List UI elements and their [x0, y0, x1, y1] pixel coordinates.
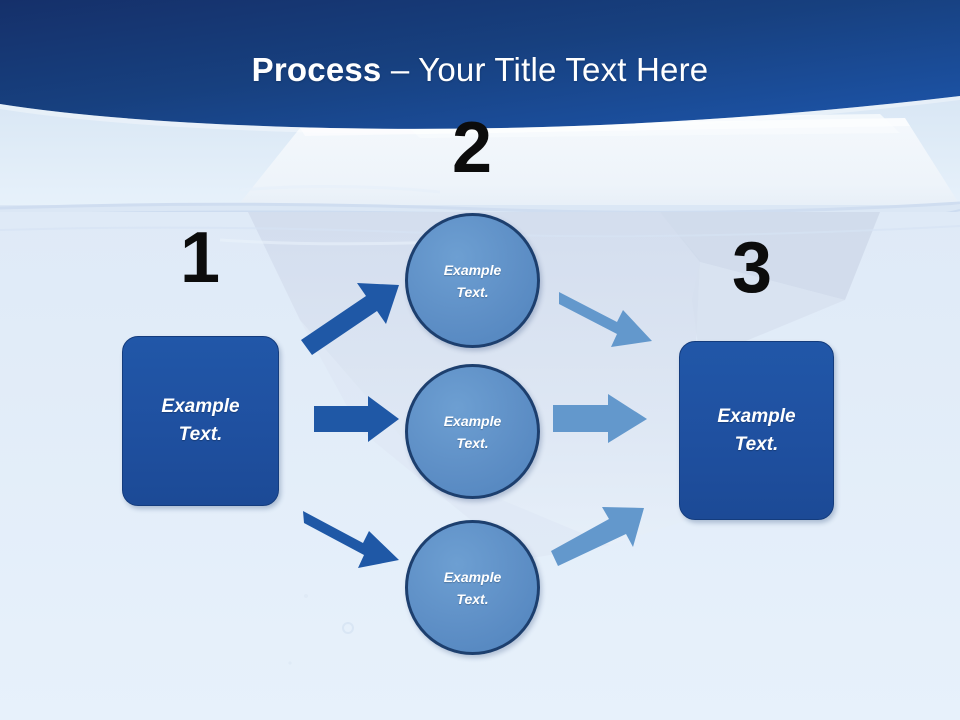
step-number-1: 1	[179, 218, 221, 298]
page-title: Process – Your Title Text Here	[0, 51, 960, 89]
process-circle-bottom[interactable]: Example Text.	[405, 520, 540, 655]
process-box-left-line1: Example	[161, 396, 240, 417]
title-banner	[0, 0, 960, 134]
arrow-left-to-mid	[314, 396, 399, 442]
process-circle-top-line1: Example	[443, 261, 502, 278]
page-title-bold: Process	[251, 51, 382, 88]
process-circle-top[interactable]: Example Text.	[405, 213, 540, 348]
process-circle-top-line2: Text.	[456, 283, 489, 300]
process-circle-middle[interactable]: Example Text.	[405, 364, 540, 499]
process-circle-middle-line2: Text.	[456, 434, 489, 451]
process-circle-bottom-line2: Text.	[456, 590, 489, 607]
process-box-right[interactable]: Example Text.	[679, 341, 834, 520]
step-number-2: 2	[451, 108, 493, 188]
arrow-mid-to-right	[553, 394, 647, 443]
process-circle-middle-line1: Example	[443, 412, 502, 429]
process-circle-bottom-line1: Example	[443, 568, 502, 585]
arrow-bottom-to-right	[551, 507, 644, 566]
page-title-rest: – Your Title Text Here	[381, 51, 709, 88]
process-box-left[interactable]: Example Text.	[122, 336, 279, 506]
process-box-right-line2: Text.	[734, 433, 779, 455]
arrow-left-to-bottom	[303, 511, 399, 568]
arrow-left-to-top	[301, 283, 399, 355]
step-number-3: 3	[731, 228, 773, 308]
process-box-right-line1: Example	[717, 405, 796, 427]
arrow-top-to-right	[559, 292, 652, 347]
process-box-left-line2: Text.	[178, 424, 223, 445]
